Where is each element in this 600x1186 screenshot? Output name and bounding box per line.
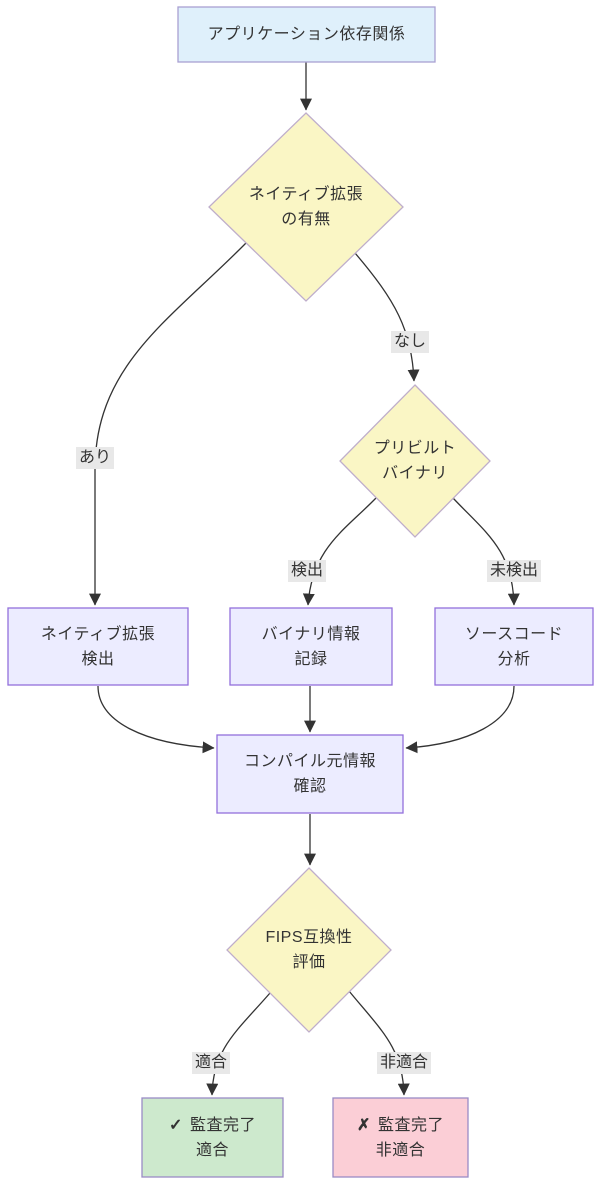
edge-fips-to-fail <box>348 990 410 1096</box>
node-source-code-analysis-shape <box>434 607 594 686</box>
edge-fips-to-pass <box>206 992 271 1096</box>
node-audit-fail-shape <box>332 1097 469 1178</box>
edge-source-analysis-to-compile-confirm <box>405 685 515 754</box>
edge-native-check-to-detect <box>89 242 247 606</box>
edge-detect-to-compile-confirm <box>97 685 215 754</box>
edge-native-check-to-prebuilt <box>354 252 420 382</box>
node-audit-pass-shape <box>141 1097 284 1178</box>
node-native-extension-check-shape <box>208 112 404 302</box>
node-fips-evaluation-shape <box>226 867 392 1033</box>
node-binary-info-record-shape <box>229 607 393 686</box>
edge-prebuilt-to-binary-record <box>302 497 377 606</box>
edge-prebuilt-to-source-analysis <box>452 497 520 606</box>
node-app-dependencies-shape <box>177 6 436 63</box>
node-prebuilt-binary-check-shape <box>339 384 491 538</box>
node-compile-source-confirm-shape <box>216 734 404 814</box>
node-native-extension-detect-shape <box>7 607 189 686</box>
